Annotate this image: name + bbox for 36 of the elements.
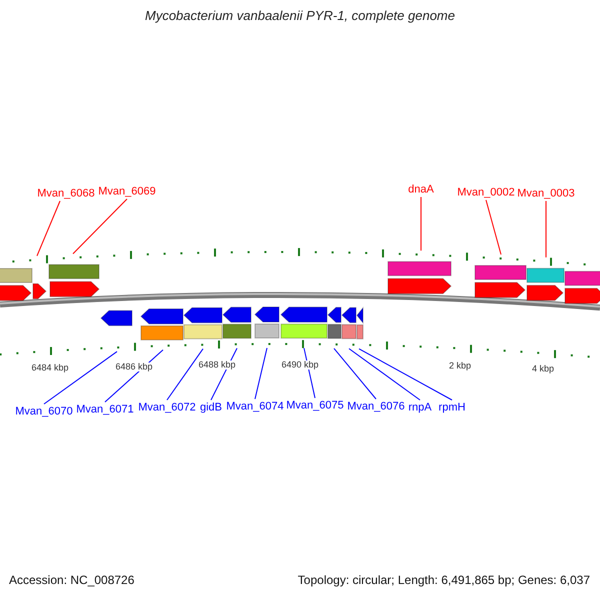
leader-line [72,198,128,254]
gene-label: Mvan_6069 [98,186,156,198]
gene-label: Mvan_0003 [517,188,575,200]
leader-line [210,348,238,400]
gene-label: Mvan_6074 [226,402,284,412]
gene-label: Mvan_6068 [37,188,95,200]
footer-text: Accession: NC_008726 [9,574,134,586]
footer-text: Topology: circular; Length: 6,491,865 bp; Genes: 6,037 [298,574,590,586]
gene-label: gidB [200,402,222,414]
scale-label: 6486 kbp [114,362,154,372]
gene-label: Mvan_6075 [286,400,344,412]
leader-line [486,200,502,255]
gene-label: rpmH [438,402,466,414]
gene-label: dnaA [408,184,434,196]
gene-label: Mvan_6072 [138,402,196,414]
gene-label: Mvan_6076 [347,402,405,412]
scale-label: 2 kbp [448,362,472,370]
tick-ring [12,248,586,266]
tick-ring [0,340,590,358]
leader-line [358,348,452,400]
leader-line [348,348,420,400]
leader-line [420,196,422,252]
gene-label: Mvan_6070 [15,406,73,418]
leader-line [44,351,118,404]
gene-label: rnpA [408,402,432,414]
gene-label: Mvan_0002 [457,188,515,198]
scale-label: 6488 kbp [197,360,237,370]
leader-line [254,348,268,400]
diagram-title: Mycobacterium vanbaalenii PYR-1, complete genome [144,9,456,22]
leader-line [166,348,204,400]
scale-label: 6490 kbp [280,360,320,370]
leader-line [334,348,376,400]
gene-label: Mvan_6071 [76,404,134,416]
scale-label: 4 kbp [530,364,556,374]
scale-label: 6484 kbp [30,364,70,372]
leader-line [36,200,60,256]
